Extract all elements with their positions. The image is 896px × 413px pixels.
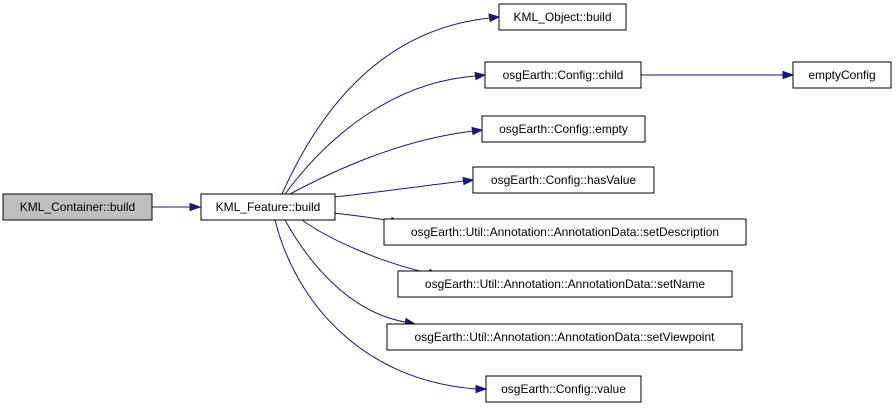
node-config-value[interactable]: osgEarth::Config::value: [485, 375, 642, 403]
edge-feature-to-config-empty: [289, 126, 484, 195]
node-label: osgEarth::Config::hasValue: [491, 173, 637, 187]
nodes: KML_Container::build KML_Feature::build …: [2, 3, 892, 403]
node-kml-object-build[interactable]: KML_Object::build: [498, 3, 627, 31]
node-label: osgEarth::Config::empty: [499, 122, 628, 136]
node-label: osgEarth::Util::Annotation::AnnotationDa…: [411, 225, 719, 239]
node-kml-container-build[interactable]: KML_Container::build: [2, 193, 153, 221]
node-config-child[interactable]: osgEarth::Config::child: [484, 61, 642, 89]
node-label: osgEarth::Config::value: [501, 382, 626, 396]
node-set-viewpoint[interactable]: osgEarth::Util::Annotation::AnnotationDa…: [386, 323, 743, 351]
node-label: KML_Container::build: [20, 200, 135, 214]
edge-feature-to-object-build: [281, 13, 501, 195]
node-label: KML_Object::build: [513, 10, 611, 24]
node-label: KML_Feature::build: [216, 200, 321, 214]
edge-feature-to-config-child: [284, 71, 487, 195]
edge-feature-to-config-has-value: [333, 176, 475, 198]
node-empty-config[interactable]: emptyConfig: [792, 61, 892, 89]
node-label: osgEarth::Util::Annotation::AnnotationDa…: [415, 330, 716, 344]
edge-feature-to-config-value: [274, 219, 488, 394]
node-label: emptyConfig: [808, 68, 875, 82]
node-label: osgEarth::Config::child: [503, 68, 624, 82]
node-set-description[interactable]: osgEarth::Util::Annotation::AnnotationDa…: [383, 218, 747, 246]
node-config-empty[interactable]: osgEarth::Config::empty: [481, 115, 646, 143]
edge-container-to-feature: [152, 202, 202, 212]
node-label: osgEarth::Util::Annotation::AnnotationDa…: [425, 277, 705, 291]
node-kml-feature-build[interactable]: KML_Feature::build: [200, 193, 336, 221]
edge-config-child-to-empty-config: [641, 70, 795, 80]
node-set-name[interactable]: osgEarth::Util::Annotation::AnnotationDa…: [397, 270, 733, 298]
node-config-has-value[interactable]: osgEarth::Config::hasValue: [472, 166, 655, 194]
